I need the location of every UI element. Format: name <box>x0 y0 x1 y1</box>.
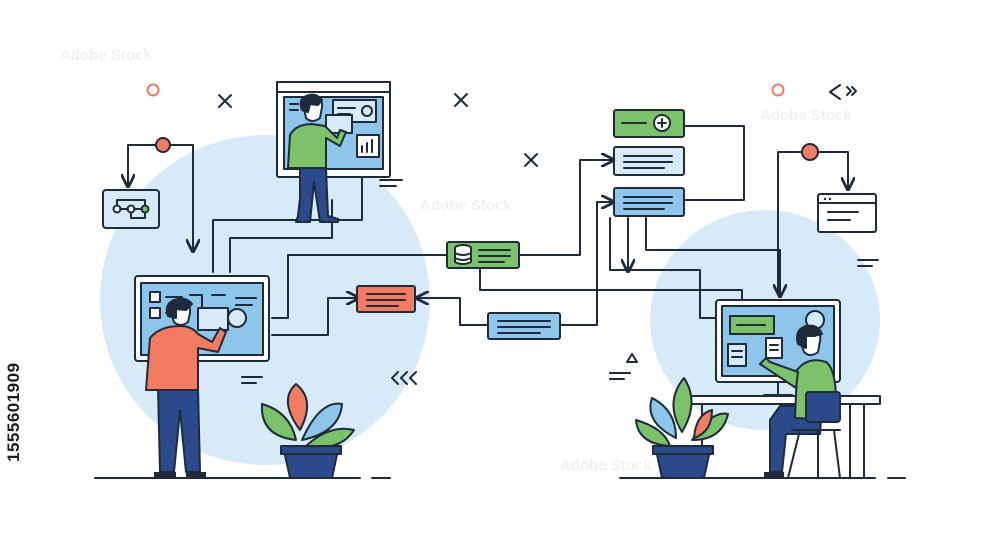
dash-marks <box>241 179 879 384</box>
close-x-icon <box>454 93 468 107</box>
plant-left <box>260 383 355 479</box>
chevrons-left-icon <box>391 371 417 385</box>
watermark: Adobe Stock <box>420 197 512 214</box>
connector-lines <box>128 125 848 336</box>
code-brackets-icon <box>829 84 857 100</box>
close-x-icon <box>218 94 232 108</box>
chair <box>787 391 841 479</box>
database-icon <box>454 244 472 265</box>
connector-node-right <box>801 143 819 161</box>
triangle-icon <box>626 353 638 363</box>
circle-icon <box>146 83 160 97</box>
blue-card-upper <box>613 187 685 217</box>
workflow-icon-card <box>102 189 160 229</box>
light-card <box>613 146 685 176</box>
browser-window-card <box>817 193 877 233</box>
plant-right <box>635 377 729 479</box>
man-upper <box>287 93 353 223</box>
connector-node-left <box>155 137 171 153</box>
close-x-icon <box>524 153 538 167</box>
plus-icon <box>653 114 671 132</box>
circle-icon <box>771 83 785 97</box>
orange-card <box>356 285 416 313</box>
chart-icon <box>356 134 380 158</box>
man-left <box>145 297 227 478</box>
blue-card-lower <box>487 312 561 340</box>
watermark-layer: Adobe Stock Adobe Stock Adobe Stock Adob… <box>60 47 852 474</box>
watermark: Adobe Stock <box>60 47 152 64</box>
watermark: Adobe Stock <box>760 107 852 124</box>
watermark: Adobe Stock <box>560 457 652 474</box>
green-plus-card <box>613 109 685 138</box>
database-card <box>446 241 520 269</box>
